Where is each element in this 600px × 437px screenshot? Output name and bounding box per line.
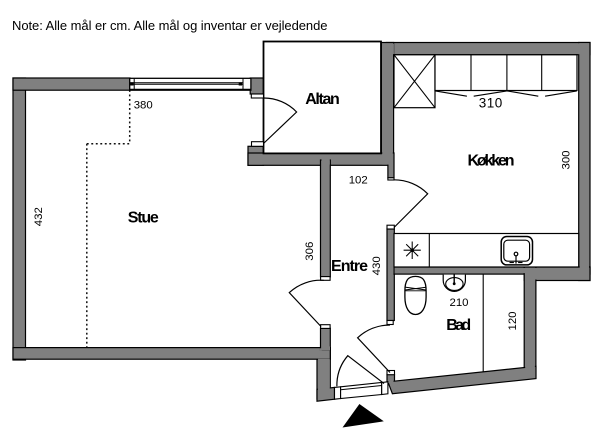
svg-text:Altan: Altan [305,91,340,108]
svg-text:102: 102 [349,174,368,186]
svg-text:Køkken: Køkken [468,153,515,170]
svg-text:210: 210 [449,297,468,309]
svg-text:Stue: Stue [128,210,159,227]
svg-text:430: 430 [371,256,383,275]
svg-text:380: 380 [134,100,153,112]
svg-text:120: 120 [507,311,519,330]
svg-text:Bad: Bad [446,317,471,334]
svg-text:310: 310 [479,95,503,110]
svg-text:432: 432 [33,207,45,226]
svg-text:Note: Alle mål er cm. Alle mål: Note: Alle mål er cm. Alle mål og invent… [12,18,328,33]
svg-text:300: 300 [561,150,573,169]
svg-text:Entre: Entre [331,258,368,275]
svg-text:306: 306 [304,242,316,261]
